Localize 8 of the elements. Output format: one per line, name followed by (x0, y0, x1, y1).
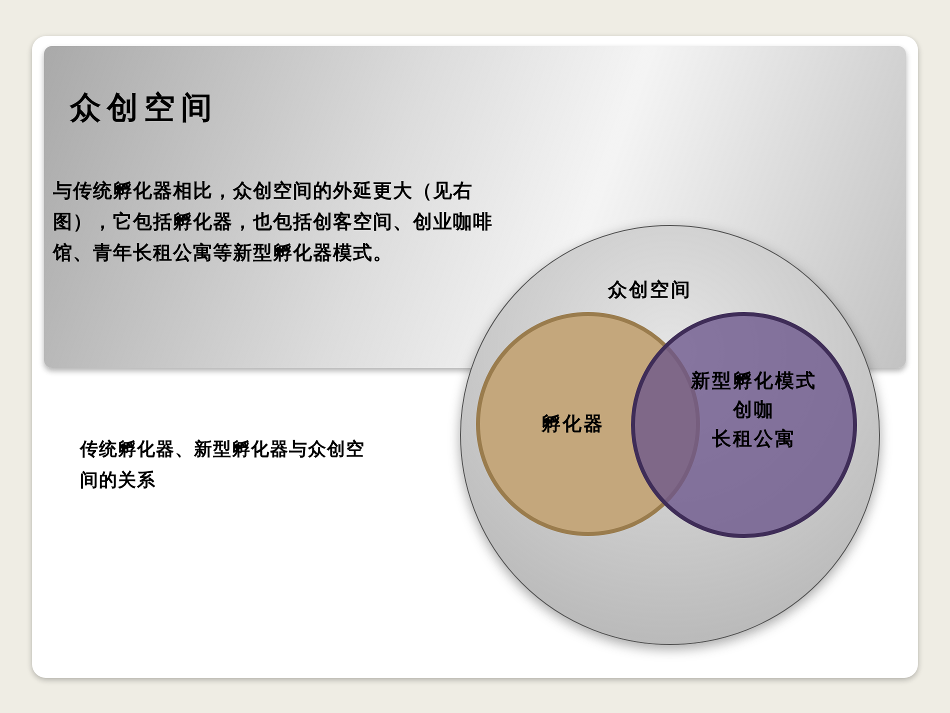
circle-label: 新型孵化模式 (691, 368, 817, 394)
circle-label: 众创空间 (608, 278, 692, 303)
circle-label: 孵化器 (542, 412, 604, 436)
title: 众创空间 (70, 89, 218, 128)
caption: 传统孵化器、新型孵化器与众创空间的关系 (80, 438, 366, 493)
circle-label: 长租公寓 (712, 426, 796, 452)
circle-label: 创咖 (733, 398, 775, 422)
description-paragraph: 与传统孵化器相比，众创空间的外延更大（见右图），它包括孵化器，也包括创客空间、创业咖啡馆、青年长租公寓等新型孵化器模式。 (53, 179, 494, 266)
